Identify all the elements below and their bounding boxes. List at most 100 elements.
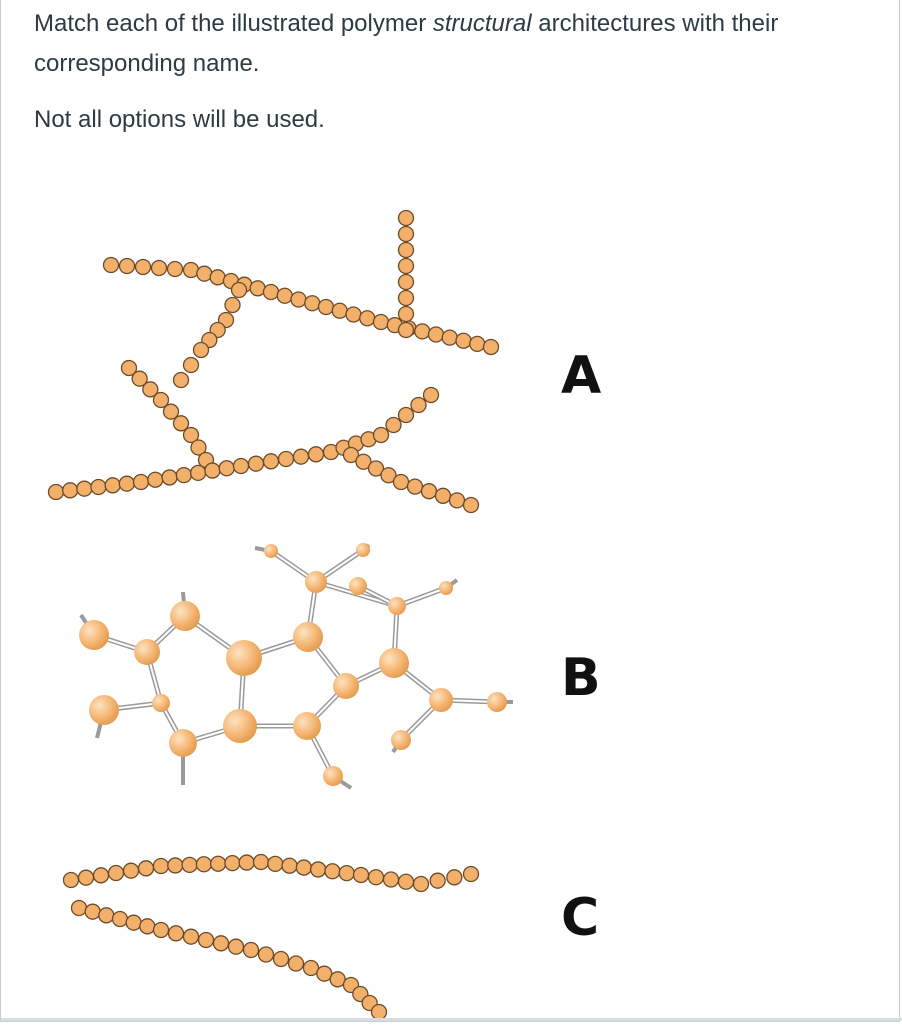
monomer-bead	[446, 869, 463, 886]
monomer-bead	[385, 416, 402, 434]
monomer-bead	[102, 256, 120, 274]
monomer-bead	[224, 296, 241, 314]
question-prompt: Match each of the illustrated polymer st…	[34, 10, 779, 77]
network-node	[323, 766, 343, 786]
network-node	[134, 639, 160, 665]
monomer-bead	[172, 371, 190, 389]
monomer-bead	[167, 857, 184, 874]
monomer-bead	[342, 446, 360, 464]
monomer-bead	[262, 453, 280, 470]
monomer-bead	[120, 359, 138, 377]
monomer-bead	[218, 460, 235, 477]
monomer-bead	[182, 426, 200, 444]
monomer-bead	[122, 862, 140, 879]
monomer-bead	[131, 370, 148, 387]
monomer-bead	[238, 854, 255, 871]
monomer-bead	[455, 332, 472, 349]
monomer-bead	[125, 914, 142, 931]
monomer-bead	[162, 403, 180, 420]
monomer-bead	[227, 938, 245, 955]
monomer-bead	[62, 871, 80, 889]
monomer-bead	[242, 941, 260, 959]
monomer-bead	[352, 866, 370, 884]
monomer-bead	[420, 483, 438, 500]
monomer-bead	[190, 439, 207, 456]
label-b: B	[561, 648, 601, 708]
chain-a-branch-up	[397, 209, 415, 339]
monomer-bead	[281, 857, 298, 874]
monomer-bead	[397, 273, 415, 291]
monomer-bead	[397, 305, 415, 323]
monomer-bead	[304, 295, 321, 312]
monomer-bead	[249, 280, 266, 297]
monomer-bead	[139, 918, 156, 935]
network-node	[226, 640, 262, 676]
monomer-bead	[152, 921, 170, 939]
monomer-bead	[182, 261, 200, 279]
monomer-bead	[290, 291, 307, 308]
monomer-bead	[392, 473, 410, 491]
monomer-bead	[182, 928, 200, 945]
monomer-bead	[142, 381, 159, 398]
monomer-bead	[137, 860, 155, 877]
monomer-bead	[92, 867, 110, 884]
monomer-bead	[277, 450, 295, 468]
monomer-bead	[76, 480, 93, 497]
monomer-bead	[84, 903, 101, 920]
monomer-bead	[204, 462, 221, 479]
monomer-bead	[47, 483, 65, 501]
label-c: C	[561, 888, 600, 948]
monomer-bead	[367, 869, 385, 886]
monomer-bead	[224, 854, 241, 872]
monomer-bead	[62, 482, 79, 499]
monomer-bead	[90, 478, 107, 496]
monomer-bead	[161, 469, 178, 486]
monomer-bead	[272, 950, 290, 968]
monomer-bead	[147, 471, 164, 488]
bottom-divider	[1, 1018, 902, 1021]
monomer-bead	[422, 386, 440, 404]
monomer-bead	[209, 855, 227, 872]
network-node	[264, 544, 278, 558]
monomer-bead	[252, 853, 270, 871]
question-note: Not all options will be used.	[34, 106, 325, 133]
monomer-bead	[172, 415, 190, 432]
network-node	[169, 729, 197, 757]
monomer-bead	[372, 313, 390, 331]
monomer-bead	[482, 338, 500, 356]
monomer-bead	[380, 467, 397, 484]
monomer-bead	[397, 321, 415, 339]
monomer-bead	[192, 341, 210, 359]
monomer-bead	[150, 259, 168, 277]
network-node	[152, 694, 170, 712]
monomer-bead	[267, 855, 284, 873]
chain-a-bottom-branch	[342, 446, 480, 514]
monomer-bead	[287, 955, 305, 972]
monomer-bead	[181, 856, 198, 874]
monomer-bead	[175, 466, 193, 484]
monomer-bead	[189, 464, 207, 482]
monomer-bead	[107, 864, 125, 882]
polymer-figure	[47, 209, 513, 1021]
network-node	[333, 673, 359, 699]
network-node	[349, 577, 367, 595]
monomer-bead	[382, 871, 400, 888]
monomer-bead	[182, 356, 200, 374]
monomer-bead	[427, 326, 445, 343]
network-node	[356, 543, 370, 557]
network-node	[305, 571, 327, 593]
monomer-bead	[397, 257, 415, 275]
structure-c-linear	[62, 853, 480, 1021]
chain-a-top	[102, 256, 500, 356]
monomer-bead	[410, 396, 427, 414]
monomer-bead	[338, 864, 355, 882]
monomer-bead	[276, 287, 293, 304]
polymer-illustrations: A B C	[1, 180, 901, 1021]
monomer-bead	[397, 289, 415, 307]
network-node	[89, 695, 119, 725]
monomer-bead	[118, 257, 136, 275]
monomer-bead	[462, 865, 480, 883]
network-node	[293, 622, 323, 652]
monomer-bead	[167, 925, 185, 942]
monomer-bead	[247, 455, 265, 472]
